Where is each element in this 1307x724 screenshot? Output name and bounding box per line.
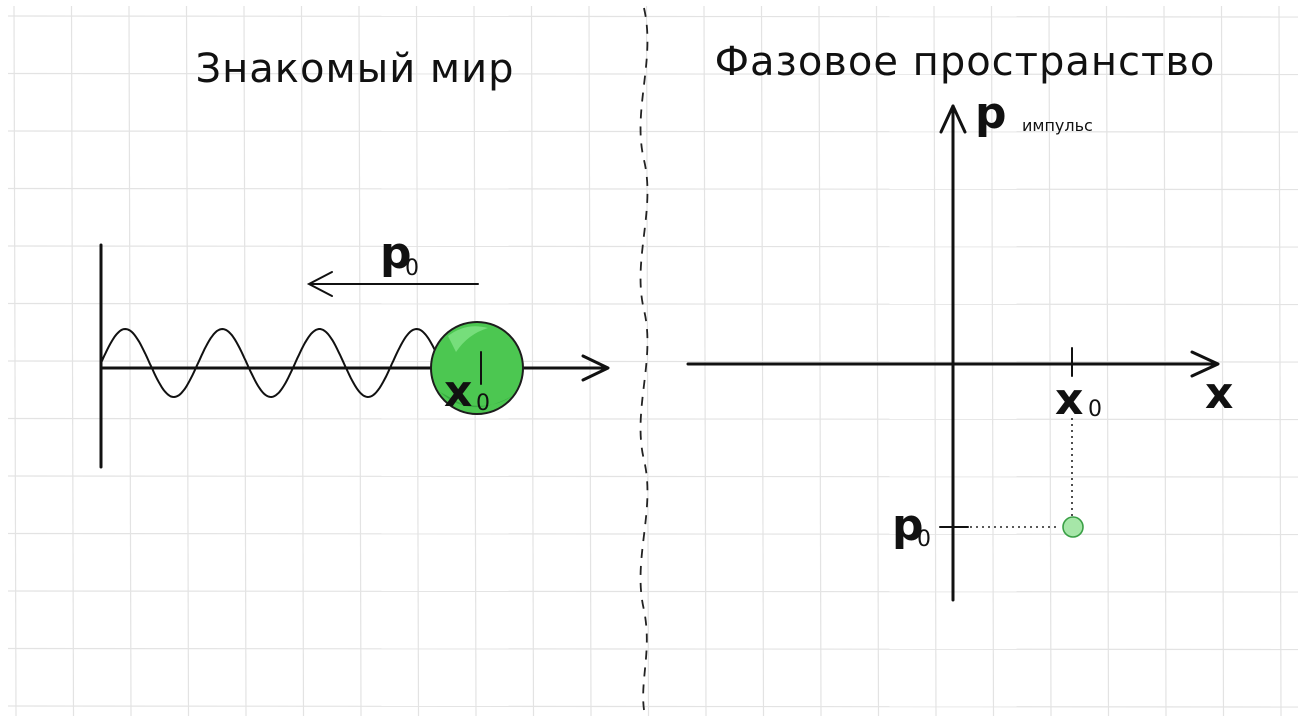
ball-shadow [440,392,512,408]
grid-line [7,360,1299,363]
momentum-arrowhead [306,271,333,297]
p0-tick-label: p [892,500,924,551]
momentum-axis-arrowhead [939,104,967,134]
ball [430,321,524,415]
momentum-label-subscript: 0 [405,256,419,281]
grid-line [7,15,1299,18]
x0-tick-subscript: 0 [1088,397,1102,422]
grid-line [7,647,1299,651]
grid-line [7,532,1299,536]
right-panel-title: Фазовое пространство [715,39,1216,85]
grid-line [1163,5,1167,717]
grid-line [7,72,1299,76]
position-label-subscript: 0 [476,391,490,416]
left-panel-title: Знакомый мир [196,46,515,92]
grid-line [7,475,1299,478]
right-panel: Фазовое пространство p импульс x x 0 p 0 [686,39,1233,602]
left-x-axis-arrowhead [581,354,610,382]
grid-line [7,245,1299,248]
grid-line [7,130,1299,133]
grid-line [990,5,995,717]
grid-line [7,187,1299,191]
momentum-label: p [380,228,412,279]
x0-tick-label: x [1055,374,1083,425]
position-axis-label: x [1205,368,1233,419]
background-grid [7,5,1299,717]
grid-line [1278,5,1282,717]
position-axis-arrowhead [1190,350,1220,378]
left-panel: Знакомый мир p 0 x 0 [99,46,610,469]
grid-line [933,5,937,717]
grid-line [7,417,1299,421]
momentum-axis-word: импульс [1022,116,1093,135]
grid-line [7,705,1299,708]
phase-point [1062,516,1084,538]
ball-highlight [448,326,488,352]
grid-line [875,5,880,717]
grid-line [1105,5,1110,717]
grid-line [1048,5,1052,717]
grid-line [7,302,1299,306]
position-label: x [444,366,472,417]
momentum-axis-label: p [975,88,1007,139]
spring-wave [100,327,437,399]
grid-line [818,5,822,717]
grid-line [1220,5,1225,717]
p0-tick-subscript: 0 [917,527,931,552]
grid-line [7,590,1299,593]
